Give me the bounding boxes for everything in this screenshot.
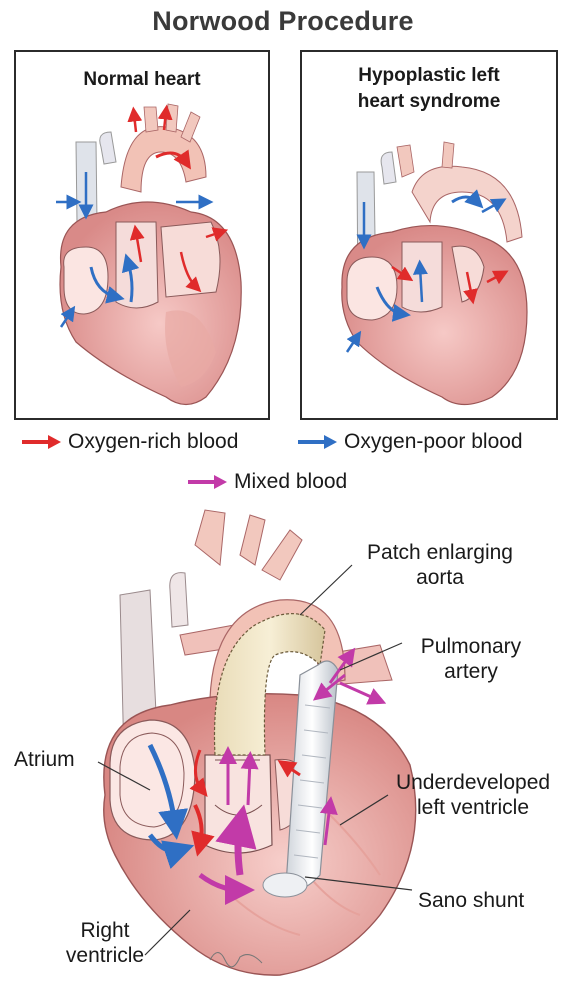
callout-pulmonary-line1: Pulmonary <box>396 634 546 659</box>
callout-pulmonary-line2: artery <box>396 659 546 684</box>
normal-heart-panel: Normal heart <box>14 50 270 420</box>
magenta-arrow-icon <box>186 474 228 490</box>
callout-underdeveloped-lv: Underdeveloped left ventricle <box>380 770 566 820</box>
page-title: Norwood Procedure <box>0 6 566 37</box>
legend-oxygen-poor-label: Oxygen-poor blood <box>344 430 523 454</box>
legend-mixed: Mixed blood <box>186 470 347 494</box>
callout-atrium: Atrium <box>14 747 75 772</box>
hlhs-panel: Hypoplastic left heart syndrome <box>300 50 558 420</box>
blue-arrow-icon <box>296 434 338 450</box>
callout-patch-line1: Patch enlarging <box>340 540 540 565</box>
callout-rv-line2: ventricle <box>50 943 160 968</box>
legend-oxygen-rich: Oxygen-rich blood <box>20 430 238 454</box>
callout-pulmonary-artery: Pulmonary artery <box>396 634 546 684</box>
legend-oxygen-poor: Oxygen-poor blood <box>296 430 523 454</box>
callout-underdeveloped-line1: Underdeveloped <box>380 770 566 795</box>
legend-mixed-label: Mixed blood <box>234 470 347 494</box>
callout-patch-aorta: Patch enlarging aorta <box>340 540 540 590</box>
red-arrow-icon <box>20 434 62 450</box>
legend-oxygen-rich-label: Oxygen-rich blood <box>68 430 238 454</box>
callout-underdeveloped-line2: left ventricle <box>380 795 566 820</box>
hlhs-heart-illustration <box>302 52 556 418</box>
callout-rv-line1: Right <box>50 918 160 943</box>
callout-right-ventricle: Right ventricle <box>50 918 160 968</box>
normal-heart-illustration <box>16 52 268 418</box>
callout-sano-shunt: Sano shunt <box>418 888 524 913</box>
callout-patch-line2: aorta <box>340 565 540 590</box>
